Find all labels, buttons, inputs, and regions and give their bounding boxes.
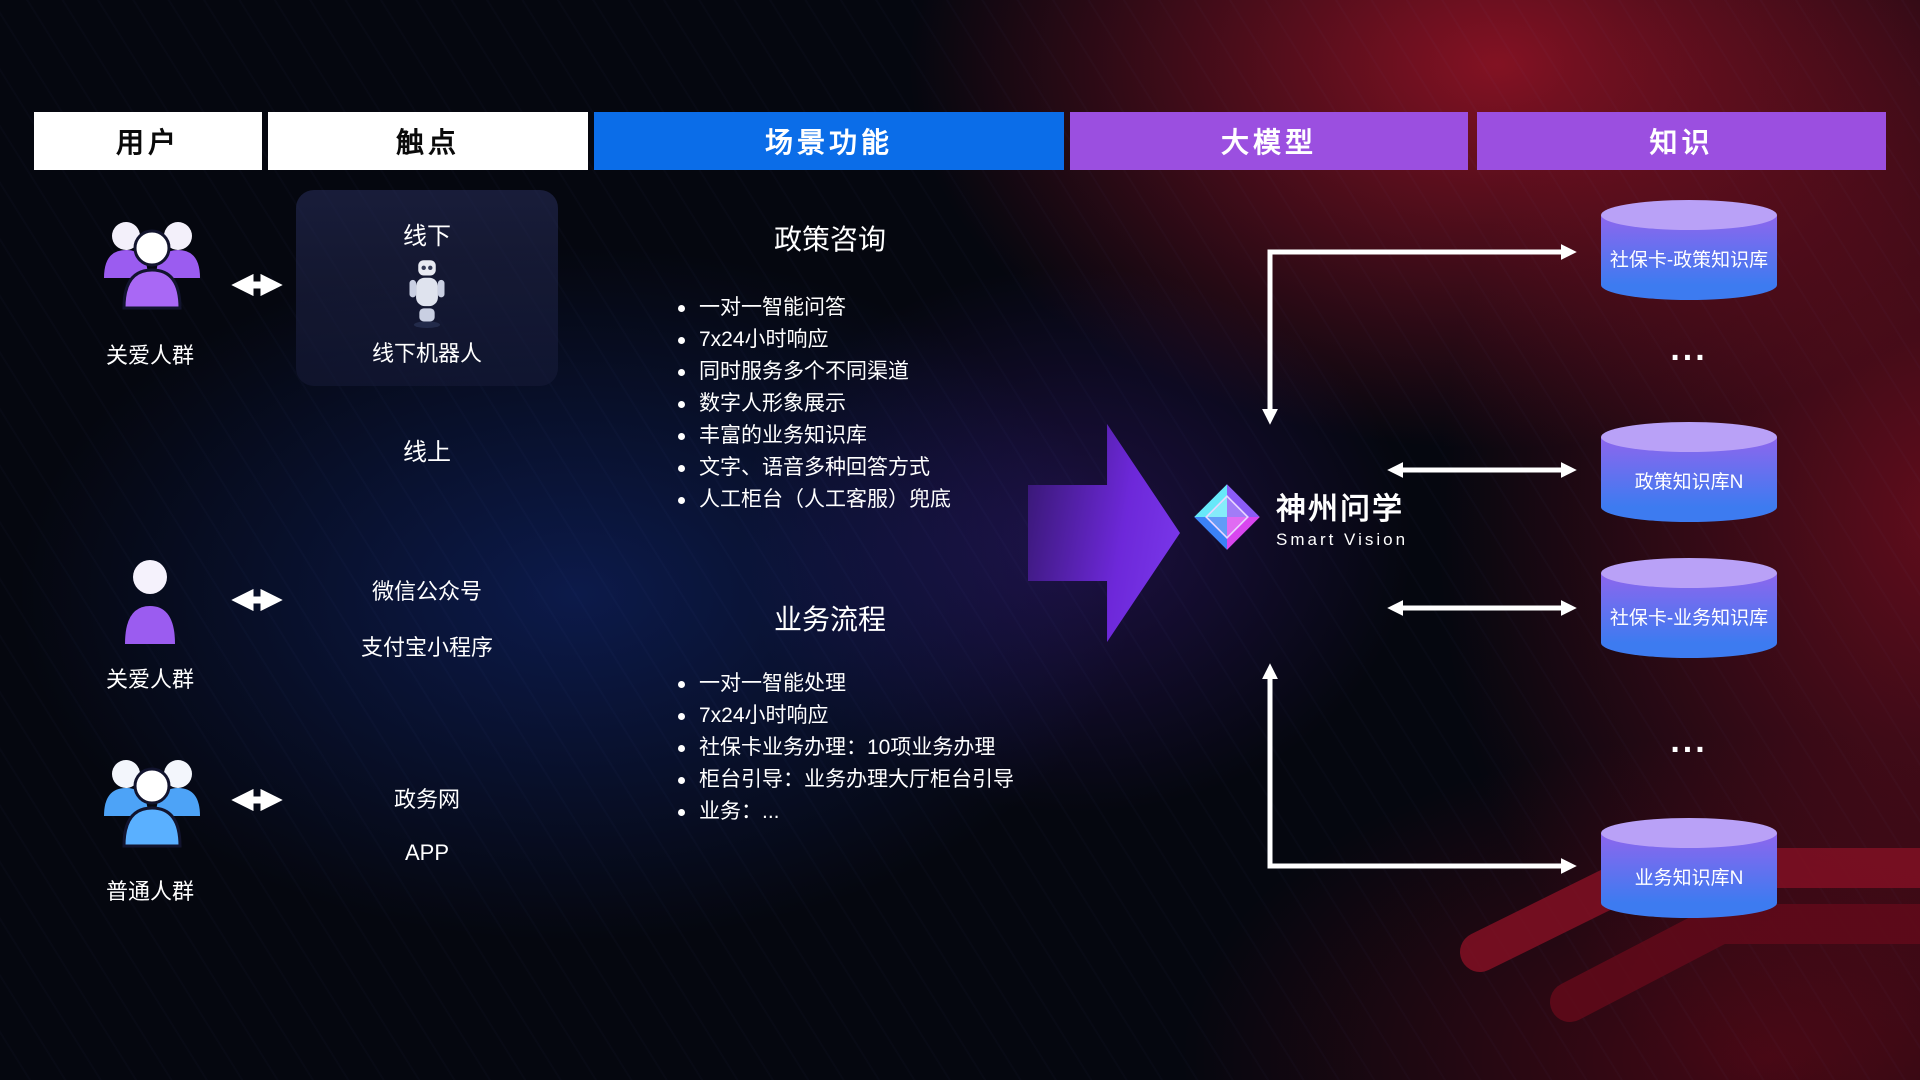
gov-label: 政务网 [393,787,460,812]
list-item: 7x24小时响应 [678,324,1078,356]
business-item: 一对一智能处理 [699,672,846,695]
user-group-purple-icon [104,222,200,310]
bullet-icon [678,744,685,752]
list-item: 社保卡业务办理：10项业务办理 [678,732,1078,764]
model-subtitle: Smart Vision [1276,530,1409,549]
diamond-logo-icon [1194,484,1260,550]
list-item: 文字、语音多种回答方式 [678,452,1078,484]
bullet-icon [678,400,685,408]
user-group-2-label: 关爱人群 [105,667,194,692]
db-label: 政策知识库N [1634,472,1744,494]
list-item: 业务：... [678,796,1078,828]
policy-item: 文字、语音多种回答方式 [699,456,930,479]
online-label: 线上 [403,439,451,466]
alipay-label: 支付宝小程序 [360,635,493,660]
knowledge-ellipsis-1: ... [1670,330,1708,368]
business-item: 社保卡业务办理：10项业务办理 [699,736,996,759]
arrow-to-db1 [1261,243,1577,425]
offline-robot-label: 线下机器人 [371,341,482,366]
policy-item: 一对一智能问答 [699,296,846,319]
bullet-icon [678,776,685,784]
policy-item: 丰富的业务知识库 [699,424,867,447]
bullet-icon [678,464,685,472]
database-business-socialcard: 社保卡-业务知识库 [1601,558,1777,658]
bullet-icon [678,712,685,720]
policy-title: 政策咨询 [773,224,886,255]
list-item: 数字人形象展示 [678,388,1078,420]
list-item: 一对一智能处理 [678,668,1078,700]
header-knowledge: 知识 [1477,112,1886,170]
header-users: 用户 [34,112,262,170]
business-list: 一对一智能处理 7x24小时响应 社保卡业务办理：10项业务办理 柜台引导：业务… [678,668,1078,828]
arrow-to-db4 [1261,663,1577,875]
bullet-icon [678,680,685,688]
database-policy-n: 政策知识库N [1601,422,1777,522]
user-single-purple-icon [125,560,175,644]
bullet-icon [678,368,685,376]
offline-title: 线下 [403,223,451,250]
bullet-icon [678,808,685,816]
policy-item: 同时服务多个不同渠道 [699,360,909,383]
user-group-3-label: 普通人群 [105,879,194,904]
database-policy-socialcard: 社保卡-政策知识库 [1601,200,1777,300]
list-item: 柜台引导：业务办理大厅柜台引导 [678,764,1078,796]
business-item: 柜台引导：业务办理大厅柜台引导 [699,768,1014,791]
policy-item: 7x24小时响应 [699,328,829,351]
db-label: 社保卡-政策知识库 [1609,250,1769,272]
business-title: 业务流程 [773,604,886,635]
robot-icon [409,260,445,328]
db-label: 业务知识库N [1634,868,1744,890]
knowledge-ellipsis-2: ... [1670,722,1708,760]
list-item: 同时服务多个不同渠道 [678,356,1078,388]
policy-item: 数字人形象展示 [699,392,846,415]
model-name: 神州问学 [1276,493,1404,526]
user-group-blue-icon [104,760,200,848]
list-item: 一对一智能问答 [678,292,1078,324]
database-business-n: 业务知识库N [1601,818,1777,918]
policy-list: 一对一智能问答 7x24小时响应 同时服务多个不同渠道 数字人形象展示 丰富的业… [678,292,1078,516]
user-group-1-label: 关爱人群 [105,343,194,368]
business-item: 业务：... [699,800,780,823]
list-item: 丰富的业务知识库 [678,420,1078,452]
db-label: 社保卡-业务知识库 [1609,608,1769,630]
header-touchpoints: 触点 [268,112,588,170]
bullet-icon [678,432,685,440]
policy-item: 人工柜台（人工客服）兜底 [699,488,951,511]
business-item: 7x24小时响应 [699,704,829,727]
model-logo: 神州问学 Smart Vision [1192,482,1408,552]
bullet-icon [678,304,685,312]
list-item: 7x24小时响应 [678,700,1078,732]
list-item: 人工柜台（人工客服）兜底 [678,484,1078,516]
app-label: APP [404,840,450,865]
header-scenarios: 场景功能 [594,112,1064,170]
header-model: 大模型 [1070,112,1468,170]
bullet-icon [678,496,685,504]
wechat-label: 微信公众号 [371,579,482,604]
bullet-icon [678,336,685,344]
